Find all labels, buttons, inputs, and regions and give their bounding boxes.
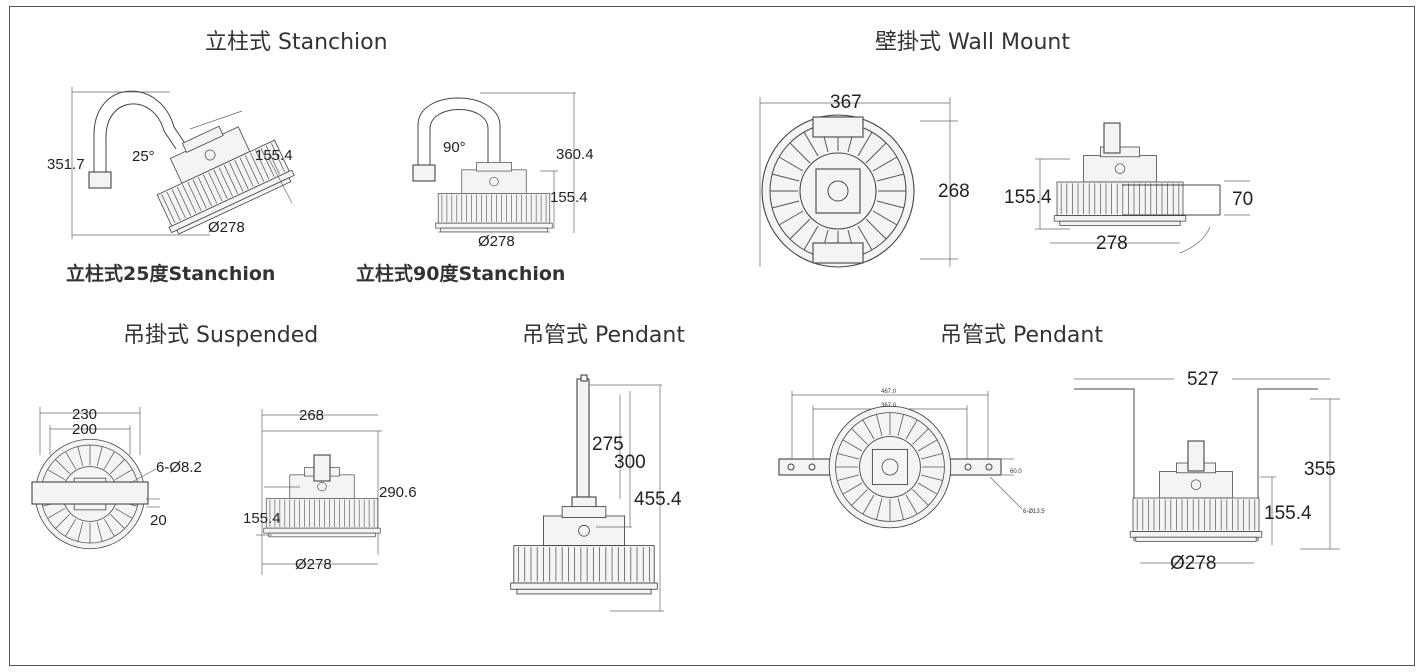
title-pendant-1: 吊管式 Pendant <box>522 323 685 348</box>
dim-p2-holes: 6-Ø13.5 <box>1023 509 1045 515</box>
dim-p1-total: 455.4 <box>634 489 682 510</box>
dim-p1-mid: 300 <box>614 452 646 473</box>
dim-p2-body: 155.4 <box>1264 503 1312 524</box>
caption-stanchion-90: 立柱式90度Stanchion <box>356 262 565 285</box>
dim-s25-height: 351.7 <box>47 156 85 173</box>
suspended-drawing <box>31 407 382 575</box>
dim-s90-height: 360.4 <box>556 146 594 163</box>
dim-wm-diameter: 278 <box>1096 233 1128 254</box>
dim-wm-height: 268 <box>938 181 970 202</box>
dim-wm-body: 155.4 <box>1004 187 1052 208</box>
stanchion-90-drawing <box>412 92 576 233</box>
title-pendant-2: 吊管式 Pendant <box>940 323 1103 348</box>
dim-sus-holes: 6-Ø8.2 <box>156 459 202 476</box>
dim-sus-body: 155.4 <box>243 510 281 527</box>
pendant-1-drawing <box>510 374 664 612</box>
dim-p2-height: 355 <box>1304 459 1336 480</box>
title-wall-mount: 壁掛式 Wall Mount <box>875 30 1070 55</box>
dim-sus-width: 268 <box>299 407 324 424</box>
dim-s90-body: 155.4 <box>550 189 588 206</box>
dim-p2-top: 467.0 <box>881 389 897 395</box>
dim-s90-angle: 90° <box>443 139 466 156</box>
title-suspended: 吊掛式 Suspended <box>123 323 318 348</box>
title-stanchion: 立柱式 Stanchion <box>205 30 388 55</box>
dim-wm-offset: 70 <box>1232 189 1253 210</box>
dim-p2-width: 527 <box>1187 369 1219 390</box>
dimension-drawings: 立柱式 Stanchion 壁掛式 Wall Mount 吊掛式 Suspend… <box>31 30 1340 612</box>
dim-s25-body: 155.4 <box>255 147 293 164</box>
dim-sus-bracket: 20 <box>150 512 167 529</box>
stanchion-25-drawing <box>71 87 297 239</box>
dim-s25-diameter: Ø278 <box>208 219 245 236</box>
drawing-frame: 立柱式 Stanchion 壁掛式 Wall Mount 吊掛式 Suspend… <box>9 6 1415 666</box>
dim-wm-width: 367 <box>830 92 862 113</box>
dim-sus-inner: 200 <box>72 421 97 438</box>
pendant-2-drawing <box>778 378 1340 564</box>
dim-p2-inner: 367.0 <box>881 403 897 409</box>
dim-p2-bracket: 60.0 <box>1010 469 1022 475</box>
caption-stanchion-25: 立柱式25度Stanchion <box>66 262 275 285</box>
dim-s25-angle: 25° <box>132 148 155 165</box>
dim-sus-outer: 230 <box>72 406 97 423</box>
dim-sus-diameter: Ø278 <box>295 556 332 573</box>
dim-s90-diameter: Ø278 <box>478 233 515 250</box>
wall-mount-drawing <box>759 97 1250 268</box>
dim-sus-height: 290.6 <box>379 484 417 501</box>
dim-p1-pipe: 275 <box>592 434 624 455</box>
dim-p2-diameter: Ø278 <box>1170 553 1216 574</box>
